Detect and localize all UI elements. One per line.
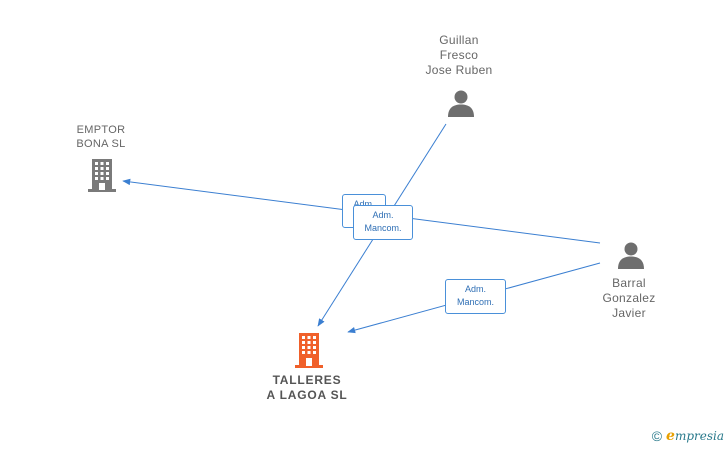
person-guillan-name[interactable]: Guillan Fresco Jose Ruben bbox=[425, 33, 492, 78]
edge-label-line: Mancom. bbox=[456, 297, 494, 307]
name-line: Barral bbox=[612, 276, 646, 290]
edge-label-line: Mancom. bbox=[364, 223, 402, 233]
name-line: Fresco bbox=[439, 48, 479, 62]
copyright-symbol: © bbox=[651, 428, 663, 444]
name-line: Guillan bbox=[439, 33, 479, 47]
edge-label-line: Adm. bbox=[372, 210, 394, 220]
name-line: Jose Ruben bbox=[425, 63, 493, 77]
brand-initial: e bbox=[666, 428, 675, 444]
brand-name: mpresia bbox=[674, 429, 724, 443]
edge-label-bottom[interactable]: Adm. Mancom. bbox=[445, 279, 506, 314]
person-icon[interactable] bbox=[616, 240, 646, 270]
brand-logo[interactable]: empresia bbox=[666, 428, 724, 444]
building-icon[interactable] bbox=[293, 332, 325, 368]
person-barral-name[interactable]: Barral Gonzalez Javier bbox=[602, 276, 655, 321]
building-icon[interactable] bbox=[86, 158, 118, 192]
name-line: BONA SL bbox=[76, 138, 126, 150]
edge-label-line: Adm. bbox=[353, 199, 375, 209]
edge-label-line: Adm. bbox=[464, 284, 486, 294]
person-icon[interactable] bbox=[446, 88, 476, 118]
name-line: TALLERES bbox=[272, 373, 342, 387]
company-emptor-name[interactable]: EMPTOR BONA SL bbox=[76, 123, 125, 151]
company-talleres-name[interactable]: TALLERES A LAGOA SL bbox=[266, 373, 347, 403]
name-line: Javier bbox=[612, 306, 646, 320]
name-line: Gonzalez bbox=[602, 291, 656, 305]
name-line: A LAGOA SL bbox=[266, 388, 348, 402]
name-line: EMPTOR bbox=[76, 124, 126, 136]
edge-label-front[interactable]: Adm. Mancom. bbox=[353, 205, 413, 240]
footer-brand: © empresia bbox=[652, 428, 724, 444]
